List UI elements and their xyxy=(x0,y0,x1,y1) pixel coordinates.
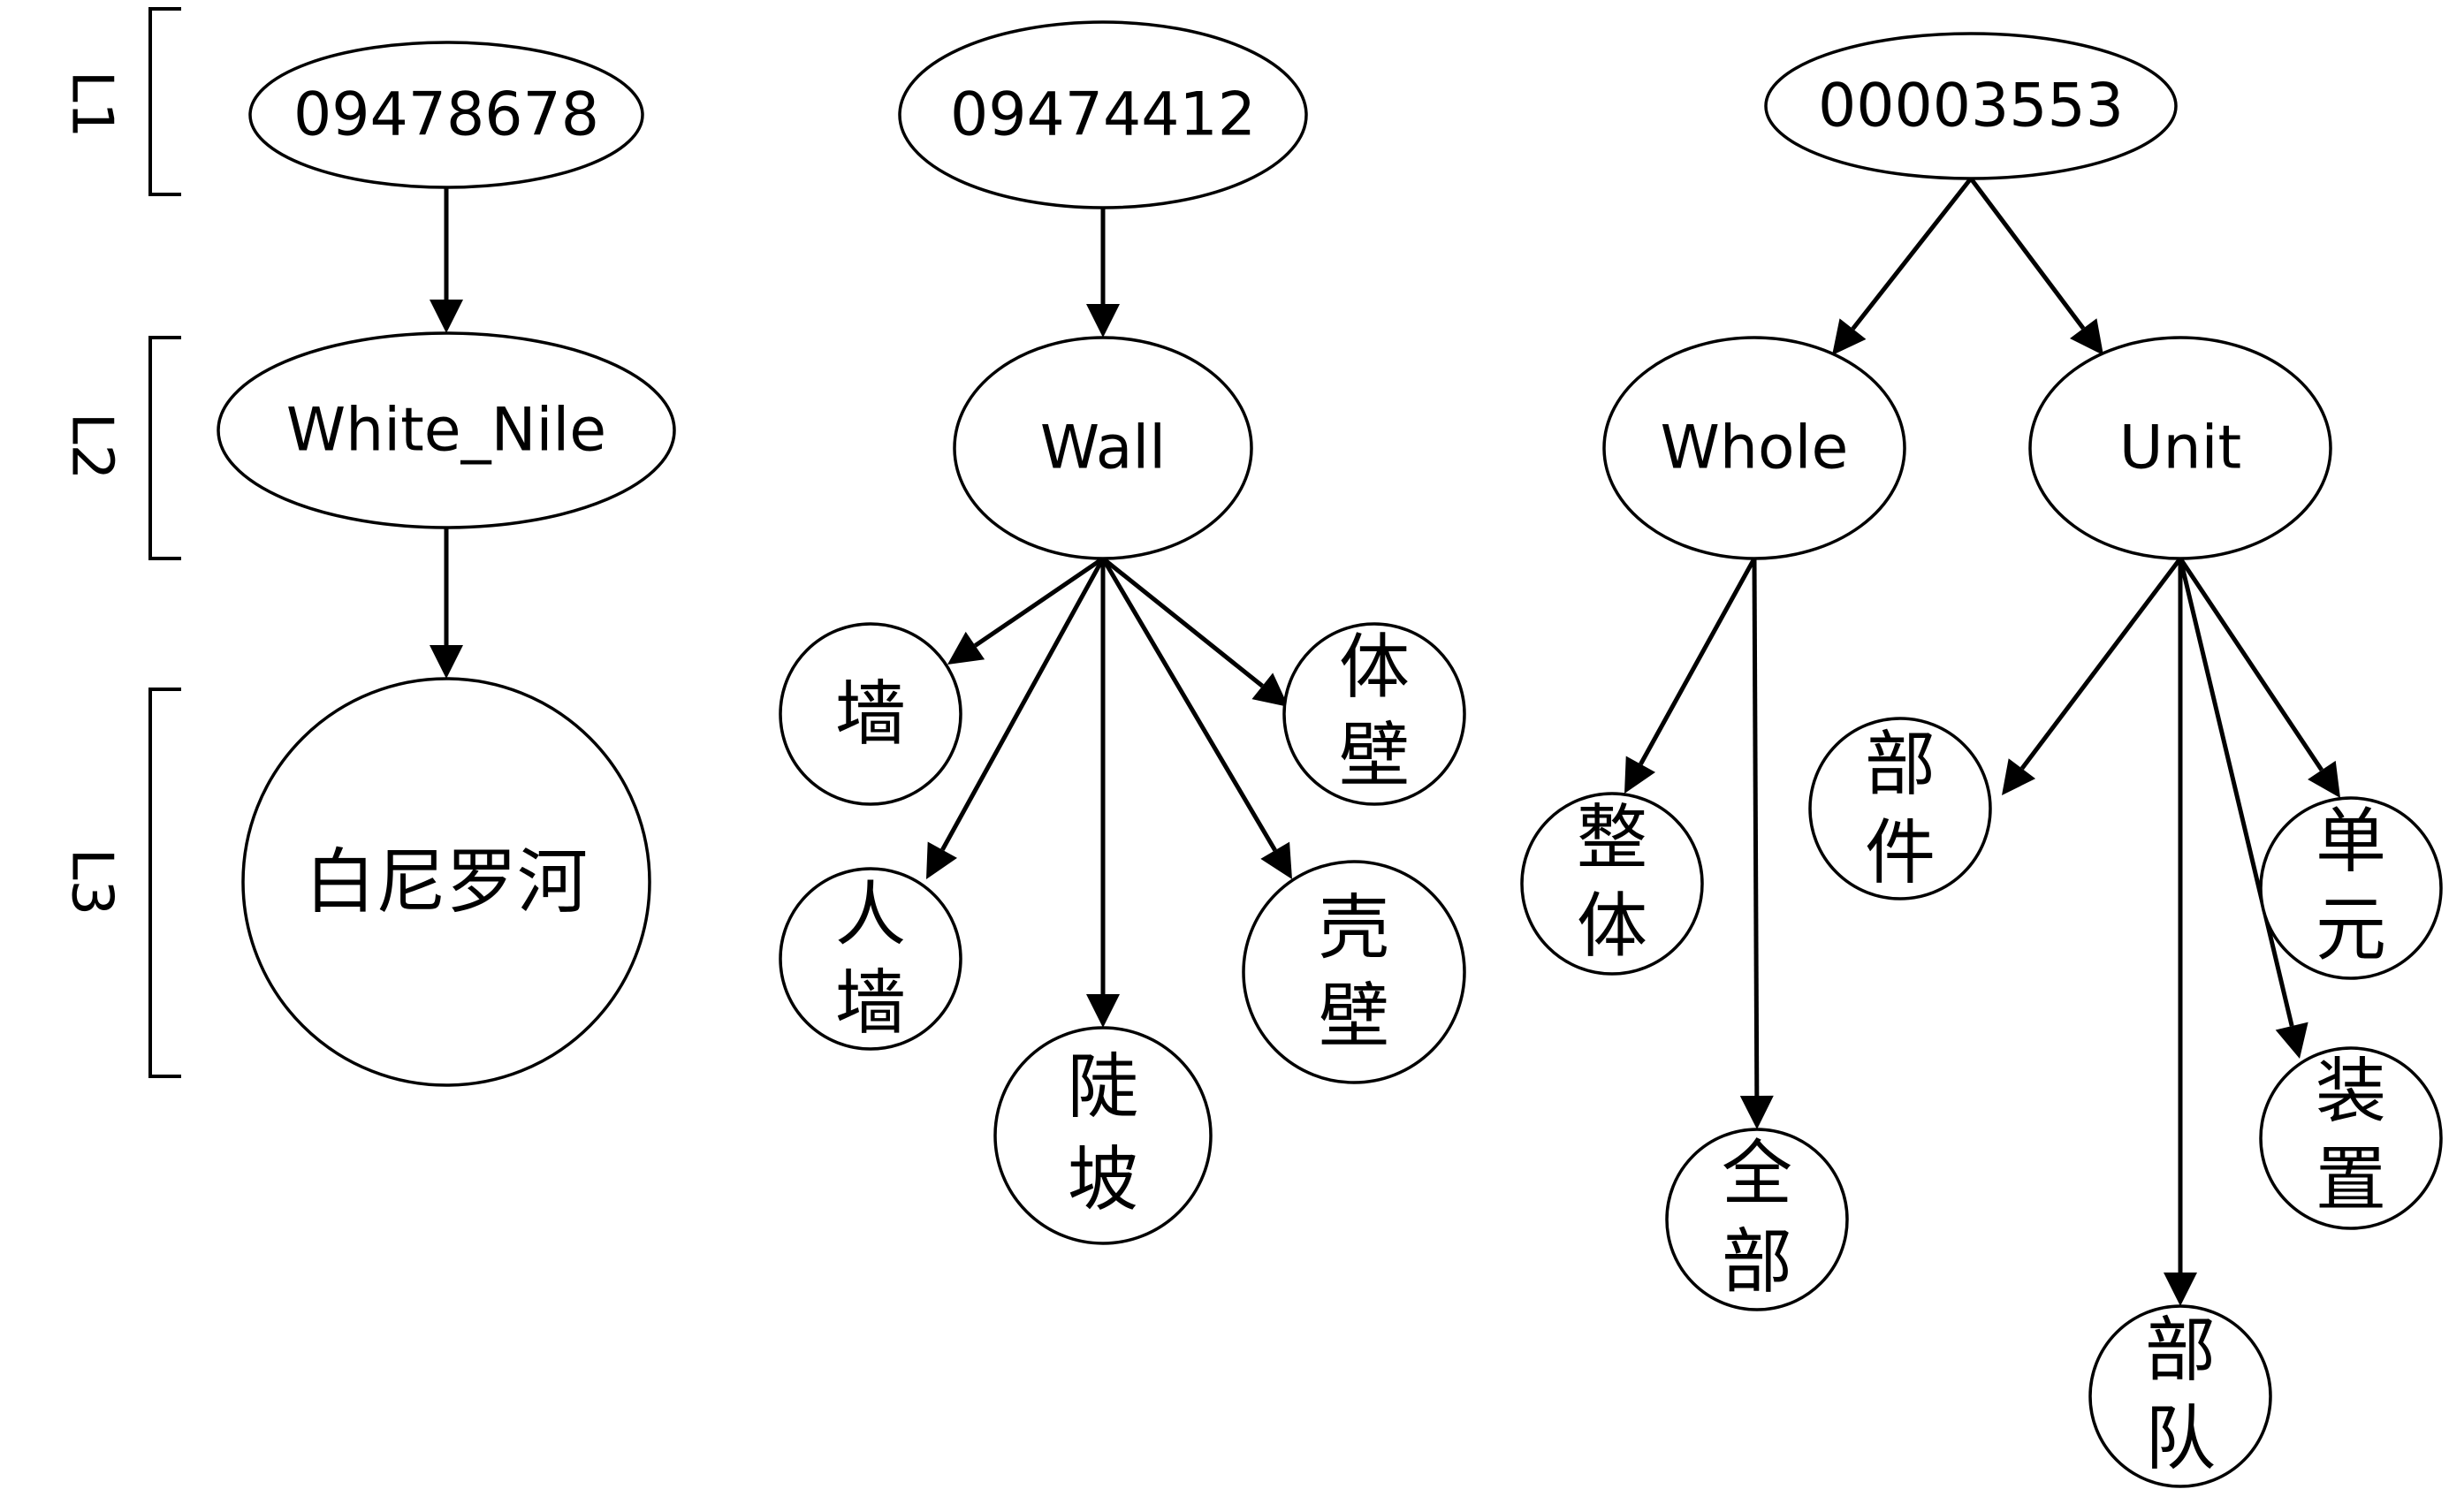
node-label-line-2: 墙 xyxy=(835,962,906,1045)
arrowhead-icon xyxy=(430,645,463,679)
level-label-l2: L2 xyxy=(58,413,124,480)
node-label-line-1: 体 xyxy=(1339,627,1410,709)
arrowhead-icon xyxy=(1251,672,1289,707)
edge-line xyxy=(2178,557,2324,771)
node-wall-cn-2[interactable]: 人 墙 xyxy=(779,867,962,1051)
node-label-line-2: 置 xyxy=(2316,1139,2386,1221)
node-label-line-1: 壳 xyxy=(1319,887,1389,969)
node-label-line-2: 坡 xyxy=(1068,1139,1138,1221)
node-unit-cn-1[interactable]: 部 件 xyxy=(1808,717,1992,900)
level-label-l3: L3 xyxy=(58,848,124,916)
node-wall-cn-1[interactable]: 墙 xyxy=(779,622,962,806)
node-label-line-1: 装 xyxy=(2316,1051,2386,1133)
edge-line xyxy=(1968,177,2086,331)
arrowhead-icon xyxy=(430,300,463,333)
node-label-line-1: 人 xyxy=(835,874,906,956)
node-00003553[interactable]: 00003553 xyxy=(1764,32,2178,180)
node-label-line-1: 陡 xyxy=(1068,1046,1138,1128)
node-label-line-2: 元 xyxy=(2316,889,2386,971)
arrowhead-icon xyxy=(1739,1095,1774,1129)
node-unit-cn-4[interactable]: 单 元 xyxy=(2259,796,2443,980)
node-label: 09474412 xyxy=(950,80,1256,150)
node-white-nile[interactable]: White_Nile xyxy=(217,331,676,529)
edge-line xyxy=(1752,558,1760,1097)
node-label: 白尼罗河 xyxy=(305,841,588,923)
node-label-line-1: 全 xyxy=(1722,1133,1792,1215)
edge-line xyxy=(2178,558,2294,1027)
arrowhead-icon xyxy=(2308,760,2340,798)
arrowhead-icon xyxy=(1624,756,1656,794)
node-label: Unit xyxy=(2119,414,2241,483)
node-wall-cn-3[interactable]: 陡 坡 xyxy=(993,1026,1213,1245)
tree-3: 00003553 Whole Unit 整 体 全 部 部 件 部 队 xyxy=(1520,32,2443,1488)
node-whole-cn-1[interactable]: 整 体 xyxy=(1520,792,1704,976)
node-09474412[interactable]: 09474412 xyxy=(898,20,1308,209)
node-label-line-2: 队 xyxy=(2145,1398,2216,1480)
arrowhead-icon xyxy=(2002,758,2036,795)
edge-line xyxy=(1101,557,1264,688)
node-label: Whole xyxy=(1661,414,1849,483)
node-white-nile-cn[interactable]: 白尼罗河 xyxy=(241,677,651,1087)
node-label-line-2: 部 xyxy=(1722,1221,1792,1303)
arrowhead-icon xyxy=(2070,318,2103,355)
edge-line xyxy=(1639,557,1757,765)
arrowhead-icon xyxy=(2275,1022,2308,1059)
node-label-line-1: 整 xyxy=(1577,797,1647,879)
tree-2: 09474412 Wall 墙 人 墙 陡 坡 壳 壁 体 壁 xyxy=(779,20,1466,1245)
node-wall-cn-4[interactable]: 壳 壁 xyxy=(1242,860,1466,1084)
level-label-l1: L1 xyxy=(58,71,124,138)
arrowhead-icon xyxy=(926,841,957,879)
arrowhead-icon xyxy=(1260,841,1292,879)
edge-line xyxy=(940,557,1106,851)
node-label: 墙 xyxy=(835,673,906,756)
node-09478678[interactable]: 09478678 xyxy=(248,41,644,189)
tree-1: 09478678 White_Nile 白尼罗河 xyxy=(217,41,676,1087)
edge-line xyxy=(973,556,1105,648)
edges xyxy=(430,177,2340,1306)
edge-line xyxy=(1100,557,1277,852)
edge-line xyxy=(2019,557,2182,771)
node-label: 09478678 xyxy=(293,80,599,150)
node-label-line-2: 件 xyxy=(1865,812,1936,894)
level-bracket-l3: L3 xyxy=(58,688,181,1078)
arrowhead-icon xyxy=(947,631,985,665)
node-whole[interactable]: Whole xyxy=(1602,336,1906,560)
edge-line xyxy=(1851,177,1973,331)
level-bracket-l2: L2 xyxy=(58,336,181,560)
level-bracket-l1: L1 xyxy=(58,7,181,196)
node-label: Wall xyxy=(1040,414,1166,483)
node-label: 00003553 xyxy=(1818,72,2124,141)
node-label-line-1: 部 xyxy=(2145,1310,2216,1392)
arrowhead-icon xyxy=(1086,994,1120,1028)
node-unit-cn-3[interactable]: 装 置 xyxy=(2259,1046,2443,1230)
node-label-line-1: 部 xyxy=(1865,724,1936,806)
node-unit[interactable]: Unit xyxy=(2028,336,2332,560)
arrowhead-icon xyxy=(1832,318,1867,355)
node-label-line-1: 单 xyxy=(2316,801,2386,883)
node-label: White_Nile xyxy=(286,396,606,466)
arrowhead-icon xyxy=(2164,1273,2197,1306)
node-label-line-2: 体 xyxy=(1577,885,1647,968)
node-whole-cn-2[interactable]: 全 部 xyxy=(1665,1128,1849,1311)
node-wall[interactable]: Wall xyxy=(953,336,1253,560)
node-label-line-2: 壁 xyxy=(1319,976,1389,1058)
arrowhead-icon xyxy=(1086,304,1120,338)
node-unit-cn-2[interactable]: 部 队 xyxy=(2088,1304,2272,1488)
node-label-line-2: 壁 xyxy=(1339,715,1410,797)
node-wall-cn-5[interactable]: 体 壁 xyxy=(1282,622,1466,806)
